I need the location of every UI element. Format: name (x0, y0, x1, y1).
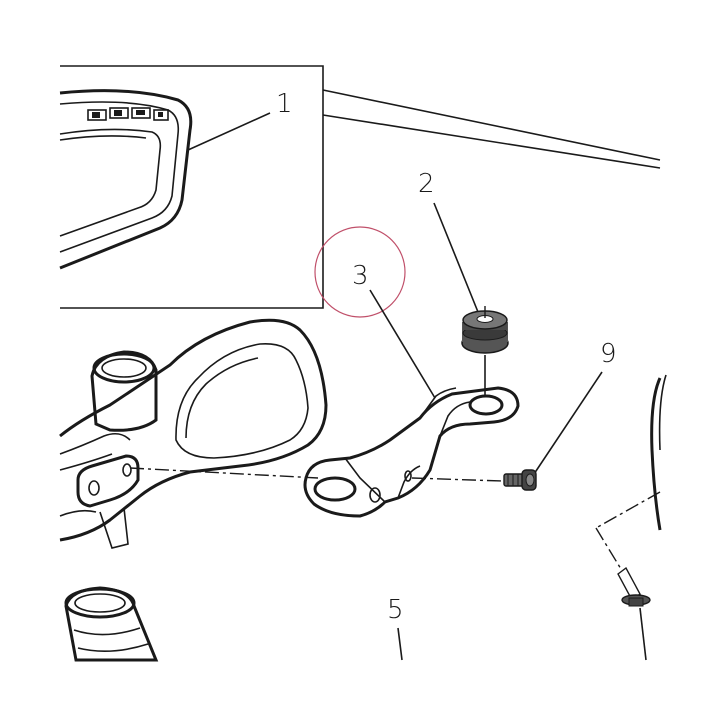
inset-detail-box: 1 (59, 65, 661, 309)
clamp-axis-line (129, 467, 319, 479)
callout-5-leader (397, 627, 403, 661)
highlight-circle (314, 226, 406, 318)
bolt (503, 469, 537, 491)
callout-1-leader (187, 112, 271, 151)
callout-2: 2 (418, 169, 435, 199)
callout-1: 1 (276, 89, 293, 119)
callout-9-leader (533, 371, 603, 475)
headlight-housing-edge (650, 374, 667, 531)
callout-3: 3 (352, 261, 369, 291)
oil-indicator-icon (131, 107, 151, 119)
fuel-indicator-icon (87, 109, 107, 121)
headlight-indicator-icon (109, 107, 129, 119)
screw (617, 566, 651, 607)
bolt-axis-line (411, 477, 503, 482)
instrument-cluster-drawing (59, 89, 193, 270)
callout-2-leader (433, 202, 479, 313)
callout-5: 5 (387, 595, 404, 625)
screw-lower-line (639, 607, 647, 661)
bracket-hole-left (313, 476, 357, 502)
callout-9: 9 (600, 339, 617, 369)
warning-indicator-icon (153, 109, 169, 121)
screw-axis-line-a (595, 491, 661, 529)
fork-tube-lower (64, 586, 159, 662)
rubber-grommet (461, 306, 509, 354)
callout-3-leader (369, 289, 436, 399)
mounting-bracket (303, 386, 520, 518)
triple-clamp (59, 318, 328, 549)
bracket-hole-right (468, 394, 504, 416)
screw-axis-line-b (595, 527, 625, 575)
